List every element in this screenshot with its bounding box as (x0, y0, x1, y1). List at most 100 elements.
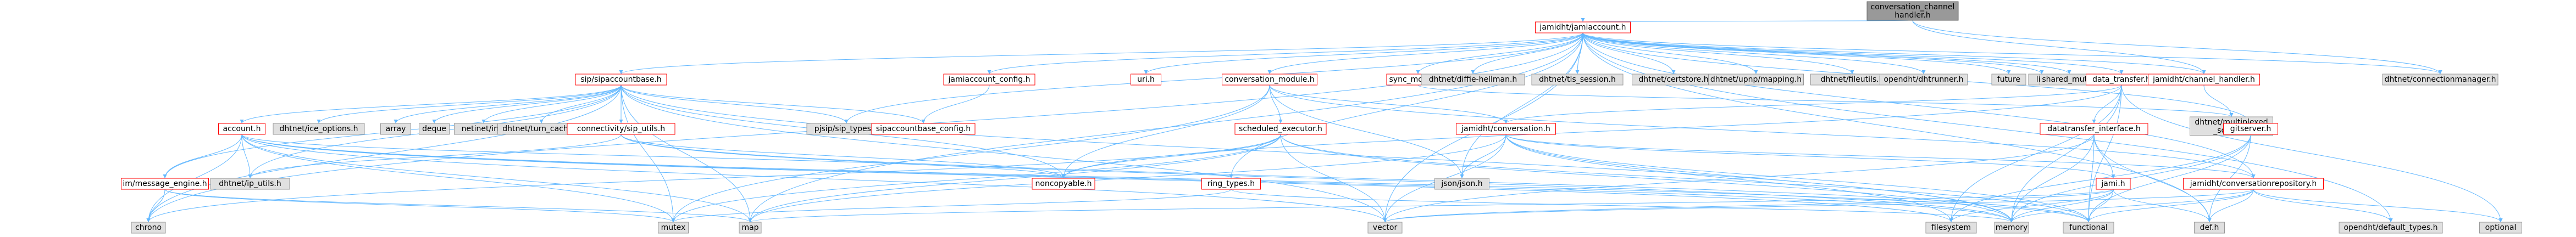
edge-conversation-module-to-scheduled-executor (1269, 84, 1283, 124)
node-filesystem: filesystem (1925, 222, 1977, 234)
node-jamiaccount[interactable]: jamidht/jamiaccount.h (1535, 21, 1631, 33)
edge-data-transfer-to-noncopyable (1061, 84, 2122, 179)
node-future: future (1991, 74, 2026, 86)
edge-jamiaccount-to-shared-mutex (1582, 32, 2071, 75)
node-label: scheduled_executor.h (1239, 125, 1322, 133)
edge-sync-module-to-dhtnet-multiplexed (1417, 84, 2234, 117)
node-label: dhtnet/diffie-hellman.h (1429, 75, 1517, 84)
node-scheduled-executor[interactable]: scheduled_executor.h (1234, 123, 1327, 135)
edge-conversation-module-to-jamidht-conversation (1269, 84, 1508, 124)
edge-jamiaccount-to-sipaccountbase (619, 32, 1583, 75)
node-noncopyable[interactable]: noncopyable.h (1032, 178, 1095, 190)
node-jami-h[interactable]: jami.h (2096, 178, 2131, 190)
node-box (1994, 222, 2029, 234)
node-data-transfer[interactable]: data_transfer.h (2086, 74, 2157, 86)
node-chrono: chrono (131, 222, 166, 234)
node-jamidht-conversation[interactable]: jamidht/conversation.h (1456, 123, 1556, 135)
node-ring-types[interactable]: ring_types.h (1201, 178, 1261, 190)
node-box (1367, 222, 1403, 234)
node-box (1456, 123, 1556, 135)
node-conv-repo[interactable]: jamidht/conversationrepository.h (2183, 178, 2324, 190)
node-label: sipaccountbase_config.h (876, 125, 971, 133)
edge-jamiaccount-to-list (1582, 32, 2044, 75)
node-vector: vector (1367, 222, 1403, 234)
node-label: connectivity/sip_utils.h (577, 125, 665, 133)
node-gitserver[interactable]: gitserver.h (2223, 123, 2278, 135)
edge-im-message-engine-to-mutex (164, 189, 675, 223)
node-im-message-engine[interactable]: im/message_engine.h (121, 178, 209, 190)
node-account[interactable]: account.h (218, 123, 265, 135)
node-label: json/json.h (1441, 179, 1482, 188)
node-label: dhtnet/tls_session.h (1539, 75, 1616, 84)
node-label: dhtnet/fileutils.h (1820, 75, 1883, 84)
node-label: functional (2069, 223, 2108, 232)
node-jamiaccount-config[interactable]: jamiaccount_config.h (943, 74, 1035, 86)
edge-account-to-map (241, 134, 752, 223)
node-mutex: mutex (658, 222, 689, 234)
node-box (273, 123, 365, 135)
node-array: array (380, 123, 411, 135)
node-dhtnet-tls-session: dhtnet/tls_session.h (1531, 74, 1624, 86)
node-label: def.h (2200, 223, 2219, 232)
node-label: gitserver.h (2230, 125, 2272, 133)
edge-jami-h-to-def-h (2113, 189, 2212, 223)
node-label: dhtnet/certstore.h (1638, 75, 1708, 84)
edge-channel-handler-to-dhtnet-multiplexed (2203, 84, 2234, 117)
edge-jamiaccount-to-dhtnet-fileutils (1582, 32, 1854, 75)
edge-jamiaccount-to-future (1582, 32, 2011, 75)
node-datatransfer-interface[interactable]: datatransfer_interface.h (2040, 123, 2148, 135)
edge-jamiaccount-to-sync-module (1416, 32, 1583, 75)
node-connectivity-sip[interactable]: connectivity/sip_utils.h (567, 123, 675, 135)
edge-sipaccountbase-to-vector (621, 84, 1387, 223)
edge-conv-repo-to-memory (2009, 189, 2254, 223)
node-box (1925, 222, 1977, 234)
edge-scheduled-executor-to-memory (1280, 134, 2014, 223)
node-box (380, 123, 411, 135)
node-uri[interactable]: uri.h (1131, 74, 1161, 86)
edge-conversation-module-to-mutex (671, 84, 1270, 223)
edge-conv-repo-to-opendht-default-types (2253, 189, 2393, 223)
node-box (1434, 178, 1489, 190)
edge-conversation-module-to-noncopyable (1061, 84, 1270, 179)
node-label: shared_mutex (2042, 75, 2096, 84)
edge-root-to-channel-handler (1912, 20, 2206, 75)
edge-account-to-functional (241, 134, 2091, 223)
node-sipaccountbase-config[interactable]: sipaccountbase_config.h (871, 123, 976, 135)
node-label: jamiaccount_config.h (948, 75, 1031, 84)
node-label: conversation_channel (1871, 3, 1955, 12)
edge-jamidht-conversation-to-functional (1505, 134, 2091, 223)
edge-conversation-module-to-conv-repo (1269, 84, 2256, 179)
edge-conv-repo-to-vector (1383, 189, 2254, 223)
node-box (1421, 74, 1525, 86)
edge-datatransfer-interface-to-def-h (2093, 134, 2212, 223)
edge-data-transfer-to-jamidht-conversation (1504, 84, 2122, 124)
edge-jamiaccount-to-dhtnet-diffie (1471, 32, 1583, 75)
node-box (567, 123, 675, 135)
node-label: jamidht/channel_handler.h (2152, 75, 2255, 84)
node-label: dhtnet/ice_options.h (279, 125, 358, 133)
edge-connectivity-sip-to-noncopyable (621, 134, 1066, 179)
node-label: dhtnet/turn_cache.h (502, 125, 580, 133)
edge-jamidht-conversation-to-conv-repo (1505, 134, 2256, 179)
edge-sipaccountbase-to-account (240, 84, 622, 124)
edge-jamiaccount-config-to-sipaccountbase-config (921, 84, 990, 124)
node-label: opendht/default_types.h (2344, 223, 2437, 232)
node-label: chrono (135, 223, 162, 232)
node-sipaccountbase[interactable]: sip/sipaccountbase.h (575, 74, 667, 86)
node-label: netinet/in.h (462, 125, 506, 133)
node-conversation-module[interactable]: conversation_module.h (1222, 74, 1317, 86)
edge-conv-repo-to-optional (2253, 189, 2503, 223)
node-box (1991, 74, 2026, 86)
node-label: data_transfer.h (2092, 75, 2151, 84)
edge-root-to-jamiaccount (1582, 18, 1913, 22)
node-box (210, 178, 290, 190)
node-box (1131, 74, 1161, 86)
node-label: optional (2485, 223, 2517, 232)
edge-jamiaccount-to-dhtnet-certstore (1582, 32, 1676, 75)
node-label: dhtnet/connectionmanager.h (2384, 75, 2496, 84)
node-label: future (1997, 75, 2020, 84)
node-channel-handler[interactable]: jamidht/channel_handler.h (2148, 74, 2260, 86)
edge-account-to-dhtnet-ip-utils (241, 134, 252, 179)
